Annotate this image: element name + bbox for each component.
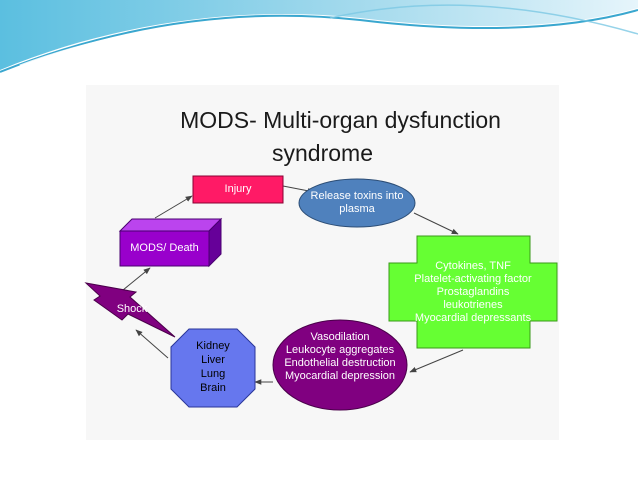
arrow-organs-to-shock	[135, 329, 169, 359]
organ-line: Kidney	[196, 340, 230, 352]
arrow-mods-to-injury	[154, 195, 193, 219]
injury-label: Injury	[224, 183, 252, 195]
title-line-1: MODS- Multi-organ dysfunction	[180, 107, 501, 133]
arrow-shock-to-mods	[122, 267, 151, 291]
mods-death-label: MODS/ Death	[130, 242, 199, 254]
organs-octagon	[170, 328, 256, 408]
mods-box-top	[118, 218, 223, 232]
arrow-cytokines-to-vasodilation	[409, 349, 464, 373]
page-title: MODS- Multi-organ dysfunction syndrome	[86, 104, 559, 170]
cytokines-line: leukotrienes	[443, 298, 503, 311]
vasodilation-line: Vasodilation	[310, 331, 370, 343]
organs-label-box: Kidney Liver Lung Brain	[171, 336, 255, 398]
vasodilation-ellipse	[272, 319, 408, 411]
mods-label-box: MODS/ Death	[120, 231, 209, 266]
vasodilation-line: Leukocyte aggregates	[285, 344, 395, 356]
organ-line: Liver	[201, 354, 225, 366]
release-label-box: Release toxins into plasma	[299, 180, 415, 226]
cytokines-line: Prostaglandins	[436, 285, 510, 298]
mods-box-front	[119, 230, 210, 267]
injury-box	[192, 175, 284, 204]
cytokines-line: Cytokines, TNF	[435, 259, 511, 272]
shock-lightning-bolt	[84, 282, 176, 338]
injury-label-box: Injury	[193, 176, 283, 203]
cytokines-line: Myocardial depressants	[414, 311, 532, 324]
shock-label: Shock	[116, 302, 148, 315]
vasodilation-line: Myocardial depression	[284, 370, 396, 382]
vasodilation-line: Endothelial destruction	[284, 357, 396, 369]
shock-label-box: Shock	[112, 302, 152, 316]
release-toxins-ellipse	[298, 178, 416, 228]
vasodilation-label-box: Vasodilation Leukocyte aggregates Endoth…	[275, 326, 405, 388]
cytokines-label-box: Cytokines, TNF Platelet-activating facto…	[395, 256, 551, 328]
title-line-2: syndrome	[272, 140, 373, 166]
organ-line: Lung	[200, 368, 226, 380]
release-line: plasma	[339, 203, 375, 215]
arrow-release-to-cytokines	[413, 212, 459, 235]
release-line: Release toxins into	[310, 190, 404, 202]
cytokines-line: Platelet-activating factor	[414, 272, 532, 285]
organ-line: Brain	[200, 382, 226, 394]
cytokines-cross-shape	[388, 235, 558, 349]
